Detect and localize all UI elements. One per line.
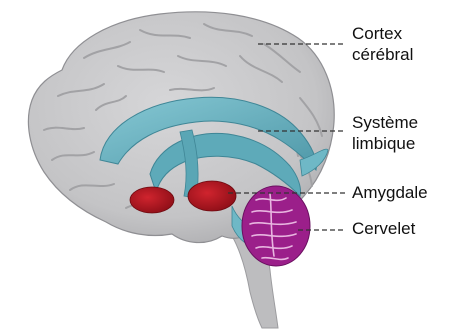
label-limbic-system: Système limbique	[352, 112, 418, 154]
label-cortex-line1: Cortex	[352, 23, 413, 44]
label-limbic-line2: limbique	[352, 133, 418, 154]
cerebellum	[242, 186, 310, 266]
label-cerebellum: Cervelet	[352, 218, 415, 239]
cerebellum-body	[242, 186, 310, 266]
label-amygdala: Amygdale	[352, 182, 428, 203]
label-cortex: Cortex cérébral	[352, 23, 413, 65]
amygdala-left	[130, 187, 174, 213]
label-limbic-line1: Système	[352, 112, 418, 133]
label-cortex-line2: cérébral	[352, 44, 413, 65]
amygdala-right	[188, 181, 236, 211]
